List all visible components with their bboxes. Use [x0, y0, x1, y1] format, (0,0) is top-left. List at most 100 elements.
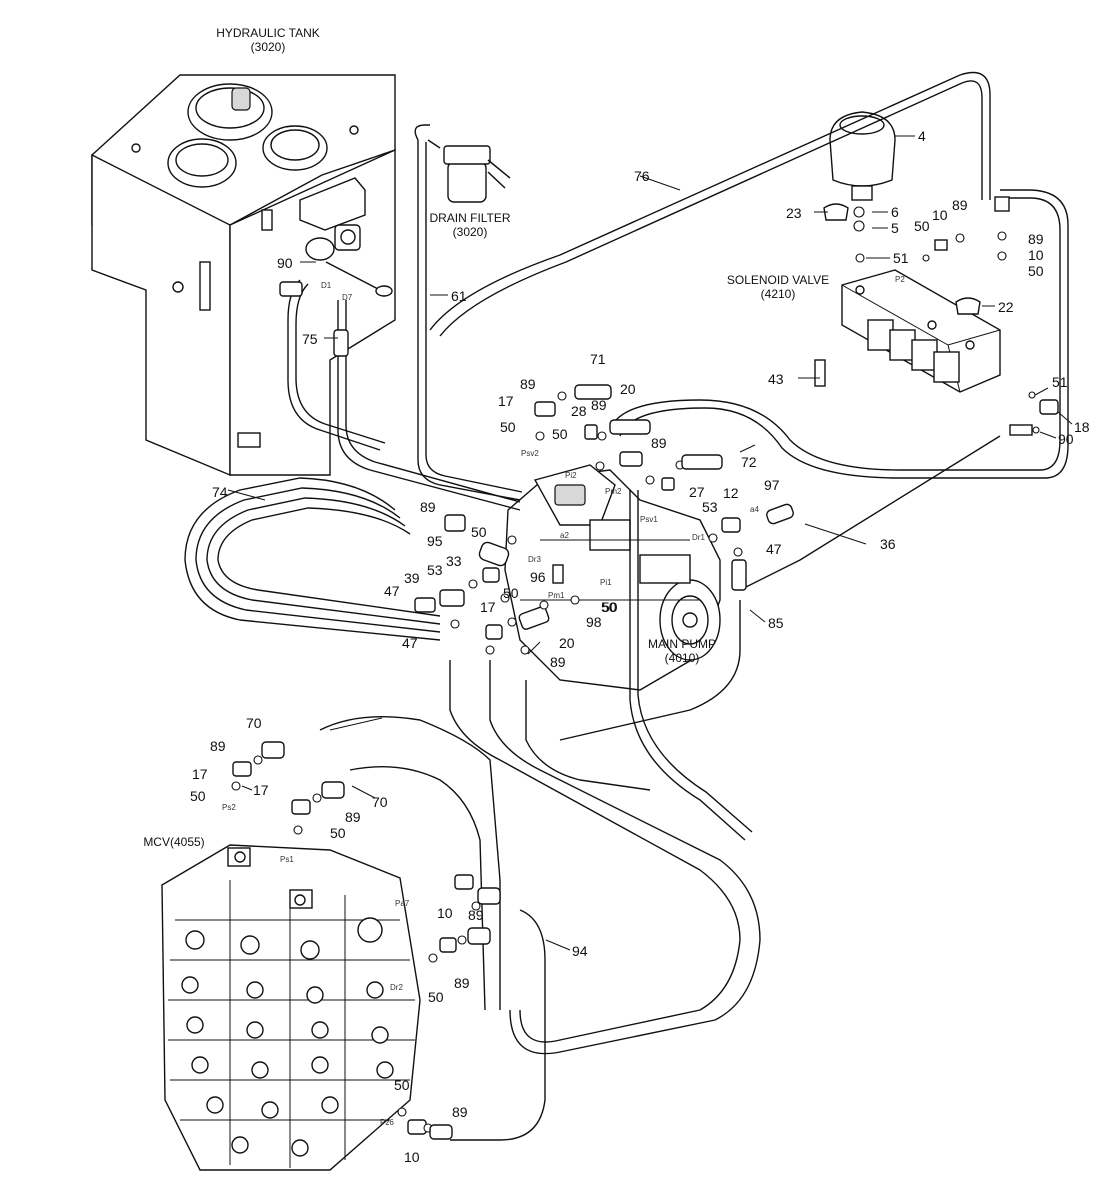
part-callout: 20	[620, 381, 636, 397]
solenoid-valve-title: SOLENOID VALVE	[727, 273, 829, 287]
hydraulic-tank-code: (3020)	[251, 40, 286, 54]
part-callout: 76	[634, 168, 650, 184]
part-callout: 50	[500, 419, 516, 435]
part-callout: 17	[192, 766, 208, 782]
part-callout: 89	[452, 1104, 468, 1120]
hose-routes	[184, 71, 1069, 1141]
port-label: Psv1	[640, 515, 658, 524]
part-callout: 89	[550, 654, 566, 670]
part-callout: 89	[210, 738, 226, 754]
part-callout: 96	[530, 569, 546, 585]
part-callout: 75	[302, 331, 318, 347]
part-callout: 50	[1028, 263, 1044, 279]
port-label: D7	[342, 293, 353, 302]
part-callout: 50	[552, 426, 568, 442]
part-callout: 50	[330, 825, 346, 841]
part-callout: 50	[190, 788, 206, 804]
port-label: Ps1	[280, 855, 294, 864]
part-callout: 89	[420, 499, 436, 515]
part-callout: 12	[723, 485, 739, 501]
part-callout: 89	[591, 397, 607, 413]
part-callout: 89	[345, 809, 361, 825]
part-callout: 47	[766, 541, 782, 557]
part-callout: 70	[372, 794, 388, 810]
part-callout: 47	[384, 583, 400, 599]
part-callout: 71	[590, 351, 606, 367]
part-callout: 50	[602, 599, 618, 615]
part-callout: 50	[601, 599, 617, 615]
mcv-title: MCV(4055)	[143, 835, 204, 849]
drain-filter-code: (3020)	[453, 225, 488, 239]
hydraulic-tank-title: HYDRAULIC TANK	[216, 26, 320, 40]
part-callout: 70	[246, 715, 262, 731]
part-callout: 97	[764, 477, 780, 493]
mcv: MCV(4055)	[143, 835, 421, 1171]
part-callout: 22	[998, 299, 1014, 315]
part-callout: 28	[571, 403, 587, 419]
part-callout: 39	[404, 570, 420, 586]
port-label: Pz6	[380, 1118, 394, 1127]
part-callout: 27	[689, 484, 705, 500]
part-callout: 5	[891, 220, 899, 236]
part-callout: 43	[768, 371, 784, 387]
port-label: P2	[895, 275, 905, 284]
part-callout: 10	[932, 207, 948, 223]
port-label: Pi2	[565, 471, 577, 480]
port-label: Dr3	[528, 555, 541, 564]
part-callout: 51	[1052, 374, 1068, 390]
part-callout: 33	[446, 553, 462, 569]
main-pump-title: MAIN PUMP	[648, 637, 716, 651]
part-callout: 23	[786, 205, 802, 221]
port-label: Dr2	[390, 983, 403, 992]
part-callout: 10	[404, 1149, 420, 1165]
part-callout: 89	[454, 975, 470, 991]
port-label: Pi1	[600, 578, 612, 587]
port-label: Psv2	[521, 449, 539, 458]
part-callout: 17	[253, 782, 269, 798]
port-label: a2	[560, 531, 569, 540]
part-callout: 85	[768, 615, 784, 631]
port-label: D1	[321, 281, 332, 290]
drain-filter-title: DRAIN FILTER	[429, 211, 510, 225]
part-callout: 89	[468, 907, 484, 923]
part-callout: 90	[277, 255, 293, 271]
part-callout: 74	[212, 484, 228, 500]
part-callouts: 4 6 5 23 10 89 50 51 89 10 50 22 43 51 1…	[190, 128, 1090, 1165]
part-callout: 36	[880, 536, 896, 552]
part-callout: 72	[741, 454, 757, 470]
part-callout: 89	[520, 376, 536, 392]
port-label: Dr1	[692, 533, 705, 542]
port-label: a4	[750, 505, 759, 514]
part-callout: 18	[1074, 419, 1090, 435]
solenoid-valve: SOLENOID VALVE (4210)	[727, 111, 1001, 393]
leader-lines	[227, 135, 1073, 951]
part-callout: 89	[1028, 231, 1044, 247]
port-label: Pa7	[395, 899, 410, 908]
part-callout: 53	[702, 499, 718, 515]
part-callout: 89	[952, 197, 968, 213]
part-callout: 17	[498, 393, 514, 409]
part-callout: 90	[1058, 431, 1074, 447]
part-callout: 50	[914, 218, 930, 234]
part-callout: 95	[427, 533, 443, 549]
part-callout: 20	[559, 635, 575, 651]
part-callout: 98	[586, 614, 602, 630]
main-pump: MAIN PUMP (4010)	[504, 464, 721, 691]
part-callout: 94	[572, 943, 588, 959]
part-callout: 89	[651, 435, 667, 451]
port-label: Pm2	[605, 487, 622, 496]
part-callout: 17	[480, 599, 496, 615]
port-labels: D1 D7 Psv2 Pi2 Pm2 a2 Psv1 Dr1 a4 Dr3 Pm…	[222, 275, 905, 1127]
part-callout: 50	[394, 1077, 410, 1093]
solenoid-valve-code: (4210)	[761, 287, 796, 301]
part-callout: 53	[427, 562, 443, 578]
part-callout: 50	[503, 585, 519, 601]
part-callout: 51	[893, 250, 909, 266]
part-callout: 6	[891, 204, 899, 220]
main-pump-code: (4010)	[665, 651, 700, 665]
fittings	[231, 196, 1059, 1140]
part-callout: 50	[428, 989, 444, 1005]
drain-filter: DRAIN FILTER (3020)	[427, 139, 511, 239]
hydraulic-tank: HYDRAULIC TANK (3020)	[91, 26, 396, 477]
